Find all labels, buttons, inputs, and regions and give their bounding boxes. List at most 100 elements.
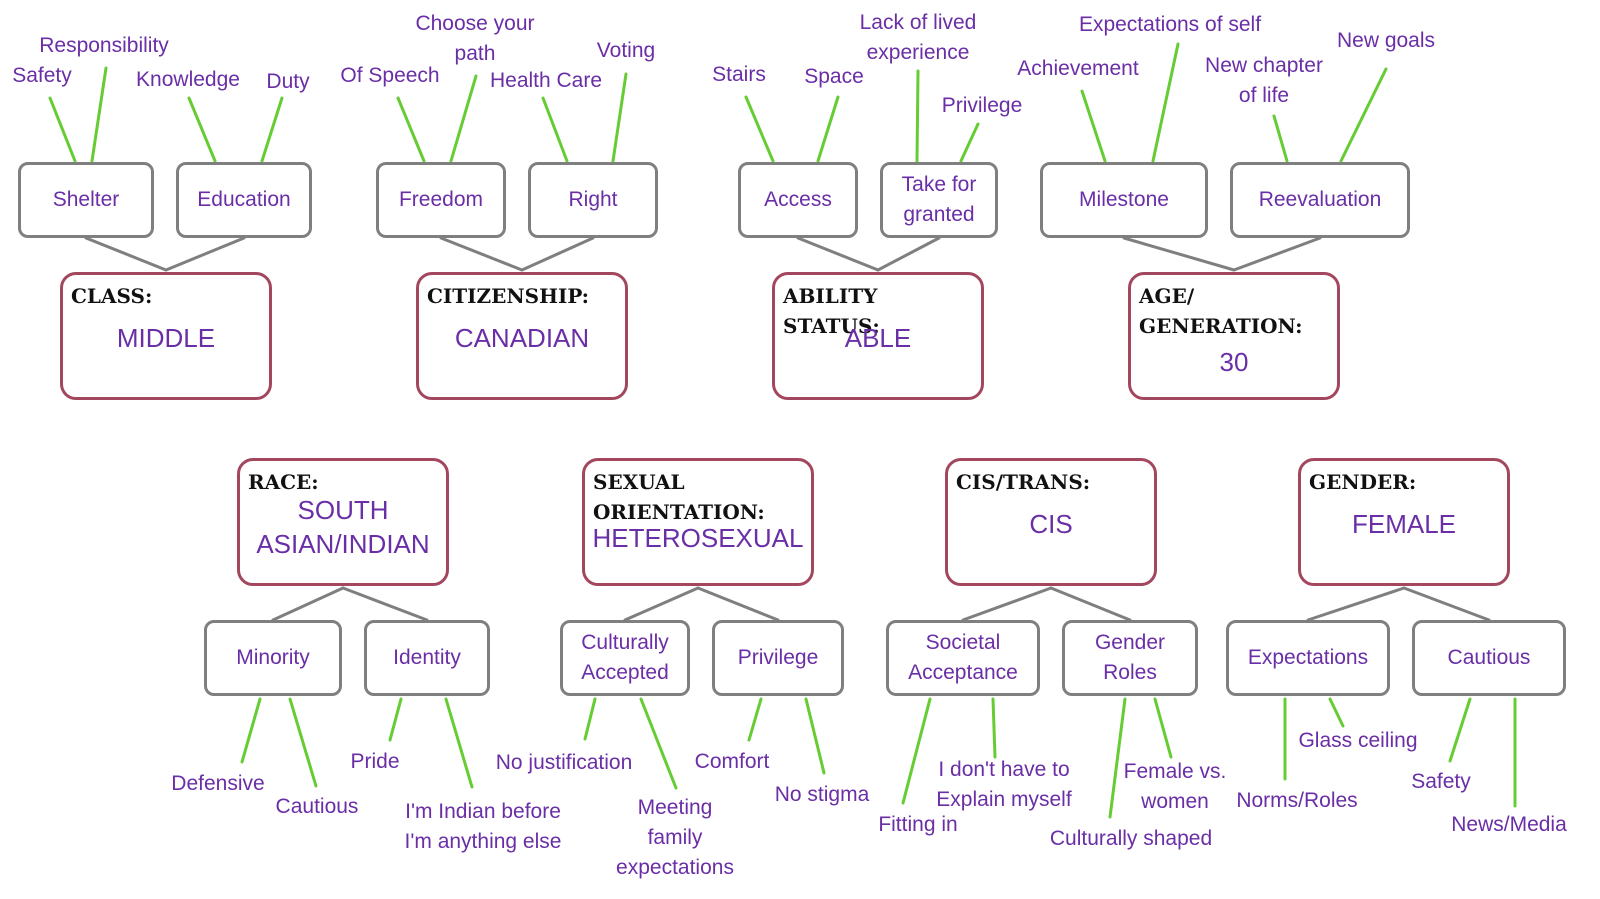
leaf-i-don-t-have-to-explain-myself: I don't have to Explain myself bbox=[936, 758, 1072, 811]
leaf-line-new-chapter-of-life bbox=[1272, 114, 1289, 163]
sub-box-take-for-granted: Take for granted bbox=[880, 162, 998, 238]
leaf-new-chapter-of-life: New chapter of life bbox=[1205, 54, 1323, 107]
leaf-line-i-don-t-have-to-explain-myself bbox=[991, 697, 997, 759]
leaf-new-goals: New goals bbox=[1336, 29, 1436, 52]
leaf-culturally-shaped: Culturally shaped bbox=[1049, 827, 1213, 850]
leaf-line-culturally-shaped bbox=[1108, 697, 1127, 819]
ability-status-label: ABILITY STATUS: bbox=[783, 284, 880, 338]
leaf-line-glass-ceiling bbox=[1328, 697, 1345, 728]
sub-box-expectations: Expectations bbox=[1226, 620, 1390, 696]
race-label: RACE: bbox=[248, 470, 319, 494]
leaf-glass-ceiling: Glass ceiling bbox=[1298, 729, 1418, 752]
ability-status-main-box: ABILITY STATUS:ABLE bbox=[772, 272, 984, 400]
sexual-orientation-main-box: SEXUAL ORIENTATION:HETEROSEXUAL bbox=[582, 458, 814, 586]
age-generation-value: 30 bbox=[1219, 347, 1249, 377]
sexual-orientation-connector-privilege bbox=[696, 586, 780, 622]
leaf-cautious: Cautious bbox=[275, 795, 359, 818]
leaf-no-justification: No justification bbox=[495, 751, 633, 774]
class-value: MIDDLE bbox=[116, 323, 216, 353]
sub-box-gender-roles: Gender Roles bbox=[1062, 620, 1198, 696]
leaf-safety: Safety bbox=[1411, 770, 1471, 793]
leaf-safety: Safety bbox=[12, 64, 72, 87]
age-generation-label: AGE/ GENERATION: bbox=[1139, 284, 1303, 338]
leaf-line-privilege bbox=[959, 122, 980, 163]
citizenship-label: CITIZENSHIP: bbox=[427, 284, 590, 308]
gender-connector-cautious bbox=[1402, 586, 1491, 622]
sexual-orientation-connector-culturally-accepted bbox=[623, 586, 700, 622]
sub-box-identity: Identity bbox=[364, 620, 490, 696]
leaf-line-responsibility bbox=[90, 66, 108, 163]
class-connector-education bbox=[164, 236, 246, 272]
class-label: CLASS: bbox=[71, 284, 153, 308]
leaf-line-expectations-of-self bbox=[1151, 42, 1180, 163]
sub-box-shelter: Shelter bbox=[18, 162, 154, 238]
leaf-comfort: Comfort bbox=[694, 750, 770, 773]
sub-box-reevaluation: Reevaluation bbox=[1230, 162, 1410, 238]
sub-box-education: Education bbox=[176, 162, 312, 238]
citizenship-connector-right bbox=[520, 236, 595, 272]
leaf-stairs: Stairs bbox=[712, 63, 766, 86]
citizenship-connector-freedom bbox=[439, 236, 524, 272]
leaf-knowledge: Knowledge bbox=[136, 68, 240, 91]
leaf-line-cautious bbox=[288, 697, 318, 788]
leaf-line-lack-of-lived-experience bbox=[915, 69, 920, 163]
leaf-space: Space bbox=[804, 65, 864, 88]
leaf-defensive: Defensive bbox=[171, 772, 265, 795]
leaf-line-pride bbox=[388, 697, 403, 742]
leaf-pride: Pride bbox=[350, 750, 400, 773]
leaf-duty: Duty bbox=[266, 70, 310, 93]
cis-trans-label: CIS/TRANS: bbox=[956, 470, 1091, 494]
leaf-fitting-in: Fitting in bbox=[878, 813, 958, 836]
gender-main-box: GENDER:FEMALE bbox=[1298, 458, 1510, 586]
leaf-responsibility: Responsibility bbox=[39, 34, 169, 57]
age-generation-main-box: AGE/ GENERATION: 30 bbox=[1128, 272, 1340, 400]
sexual-orientation-value: HETEROSEXUAL bbox=[592, 523, 804, 553]
leaf-line-health-care bbox=[541, 96, 569, 163]
leaf-expectations-of-self: Expectations of self bbox=[1078, 13, 1262, 36]
leaf-line-voting bbox=[611, 72, 628, 163]
leaf-line-fitting-in bbox=[901, 697, 932, 805]
leaf-line-knowledge bbox=[187, 96, 217, 163]
cis-trans-value: CIS bbox=[1029, 509, 1073, 539]
leaf-line-stairs bbox=[744, 95, 775, 163]
leaf-choose-your-path: Choose your path bbox=[415, 12, 535, 65]
leaf-line-safety bbox=[48, 96, 77, 163]
ability-status-value: ABLE bbox=[844, 323, 912, 353]
leaf-voting: Voting bbox=[596, 39, 656, 62]
sub-box-minority: Minority bbox=[204, 620, 342, 696]
leaf-line-space bbox=[816, 95, 840, 163]
citizenship-main-box: CITIZENSHIP: CANADIAN bbox=[416, 272, 628, 400]
leaf-line-duty bbox=[260, 96, 284, 163]
sub-box-milestone: Milestone bbox=[1040, 162, 1208, 238]
leaf-meeting-family-expectations: Meeting family expectations bbox=[616, 796, 734, 879]
leaf-health-care: Health Care bbox=[489, 69, 603, 92]
race-connector-minority bbox=[271, 586, 345, 622]
cis-trans-connector-gender-roles bbox=[1049, 586, 1132, 622]
leaf-norms-roles: Norms/Roles bbox=[1236, 789, 1358, 812]
gender-value: FEMALE bbox=[1351, 509, 1457, 539]
sub-box-freedom: Freedom bbox=[376, 162, 506, 238]
cis-trans-main-box: CIS/TRANS: CIS bbox=[945, 458, 1157, 586]
leaf-news-media: News/Media bbox=[1451, 813, 1567, 836]
leaf-i-m-indian-before-i-m-anything-else: I'm Indian before I'm anything else bbox=[404, 800, 562, 853]
race-value: SOUTH ASIAN/INDIAN bbox=[256, 495, 430, 559]
sexual-orientation-label: SEXUAL ORIENTATION: bbox=[593, 470, 765, 524]
leaf-line-new-goals bbox=[1339, 67, 1388, 163]
citizenship-value: CANADIAN bbox=[454, 323, 590, 353]
race-main-box: RACE:SOUTH ASIAN/INDIAN bbox=[237, 458, 449, 586]
leaf-line-meeting-family-expectations bbox=[639, 697, 678, 790]
class-main-box: CLASS: MIDDLE bbox=[60, 272, 272, 400]
leaf-line-comfort bbox=[747, 697, 763, 742]
leaf-line-i-m-indian-before-i-m-anything-else bbox=[444, 697, 474, 789]
sub-box-culturally-accepted: Culturally Accepted bbox=[560, 620, 690, 696]
leaf-line-no-justification bbox=[583, 697, 597, 741]
leaf-female-vs-women: Female vs. women bbox=[1123, 760, 1227, 813]
ability-status-connector-access bbox=[796, 236, 880, 272]
cis-trans-connector-societal-acceptance bbox=[961, 586, 1053, 622]
race-connector-identity bbox=[341, 586, 429, 622]
age-generation-connector-reevaluation bbox=[1232, 236, 1322, 272]
leaf-no-stigma: No stigma bbox=[774, 783, 870, 806]
sub-box-societal-acceptance: Societal Acceptance bbox=[886, 620, 1040, 696]
leaf-lack-of-lived-experience: Lack of lived experience bbox=[859, 11, 977, 64]
